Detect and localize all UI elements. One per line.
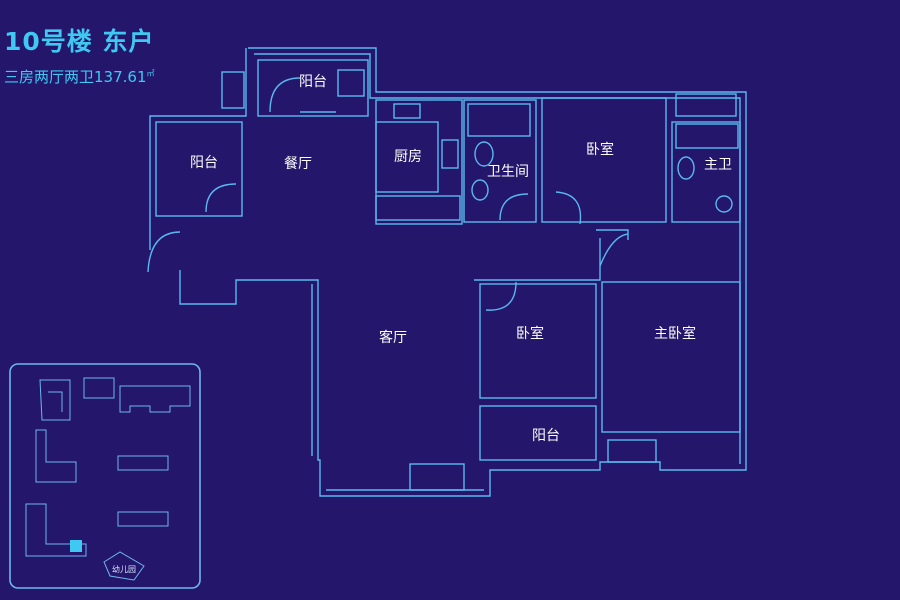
- bedroom-north-outline: [541, 97, 667, 223]
- kitchen-sink: [393, 103, 421, 119]
- bathroom-toilet: [474, 141, 494, 167]
- site-building-5: [117, 455, 169, 471]
- room-label-balcony-bottom: 阳台: [532, 428, 560, 444]
- site-map-kindergarten-label: 幼儿园: [112, 564, 136, 574]
- balcony-top-appliance: [337, 69, 365, 97]
- site-building-7: [117, 511, 169, 527]
- site-building-3: [119, 385, 191, 413]
- floor-plan-walls: [147, 47, 747, 497]
- bedroom-north-door: [555, 191, 582, 225]
- balcony-top-door: [269, 77, 336, 113]
- room-labels: 阳台 阳台 餐厅 厨房 卫生间 卧室 主卫 客厅 卧室 主卧室 阳台: [190, 74, 732, 444]
- outer-wall-inner: [254, 53, 741, 491]
- bathroom-basin: [471, 179, 489, 201]
- site-building-1: [39, 379, 71, 421]
- balcony-left-outline: [155, 121, 243, 217]
- balcony-left-door: [205, 183, 237, 213]
- balcony-left-cabinet: [221, 71, 245, 109]
- room-label-bathroom: 卫生间: [487, 164, 529, 180]
- kitchen-inner-wall: [375, 121, 439, 193]
- unit-layout-text: 三房两厅两卫137.61: [4, 68, 147, 86]
- site-kindergarten: [103, 551, 145, 581]
- entrance-door: [147, 231, 181, 273]
- bathroom-door: [499, 193, 529, 221]
- bedroom-middle-door: [485, 281, 517, 311]
- master-bath-toilet: [677, 156, 695, 180]
- site-building-2: [83, 377, 115, 399]
- master-bath-basin: [715, 195, 733, 213]
- site-map: [9, 363, 201, 589]
- balcony-top-outline: [257, 59, 369, 117]
- site-map-frame: [9, 363, 201, 589]
- room-label-balcony-left: 阳台: [190, 155, 218, 171]
- kitchen-counter: [375, 195, 461, 221]
- unit-layout-subtitle: 三房两厅两卫137.61㎡: [4, 66, 155, 87]
- master-bath-tub: [675, 123, 739, 149]
- living-window: [409, 463, 465, 491]
- balcony-bottom-outline: [479, 405, 597, 461]
- room-label-balcony-top: 阳台: [299, 74, 327, 90]
- room-label-kitchen: 厨房: [394, 149, 422, 165]
- bedroom-middle-outline: [479, 283, 597, 399]
- corridor-wall: [474, 229, 629, 281]
- room-label-master-bedroom: 主卧室: [654, 325, 696, 342]
- room-label-bedroom-north: 卧室: [586, 141, 614, 158]
- page-title: 10号楼 东户: [4, 27, 155, 56]
- kitchen-stove: [441, 139, 459, 169]
- master-bath-outline: [671, 121, 741, 223]
- outer-wall: [149, 47, 747, 497]
- site-highlight: [70, 540, 82, 552]
- room-label-master-bath: 主卫: [704, 157, 732, 173]
- site-building-6: [25, 503, 87, 557]
- bathroom-shower: [467, 103, 531, 137]
- area-unit: ㎡: [146, 69, 155, 78]
- site-building-4: [35, 429, 77, 483]
- room-label-living: 客厅: [379, 329, 407, 346]
- room-label-dining: 餐厅: [284, 156, 312, 172]
- master-bath-window: [675, 93, 737, 117]
- room-label-bedroom-middle: 卧室: [516, 325, 544, 342]
- bathroom-outline: [463, 99, 537, 223]
- master-bedroom-outline: [601, 281, 741, 433]
- corridor-door: [599, 233, 629, 267]
- master-bedroom-window: [607, 439, 657, 463]
